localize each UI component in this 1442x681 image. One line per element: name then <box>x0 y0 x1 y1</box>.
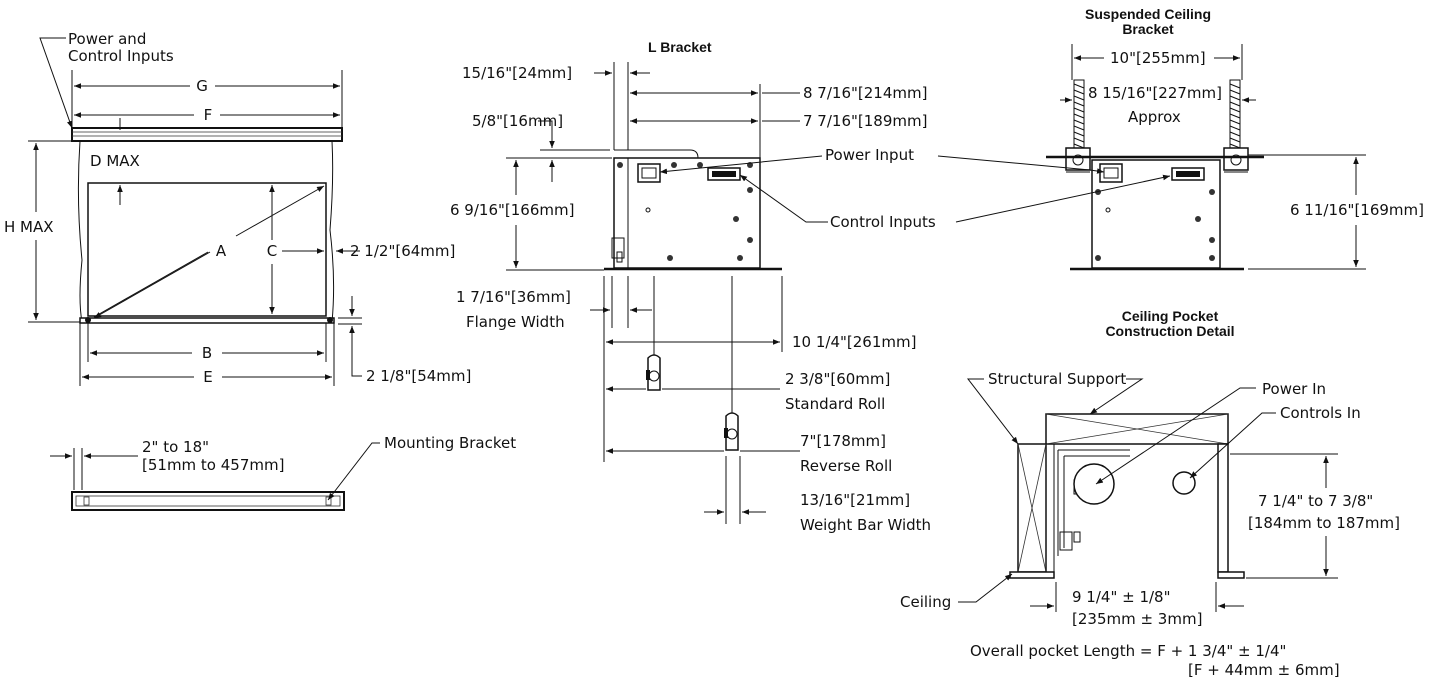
viewing-area <box>87 182 327 317</box>
weight-bar-width-label: Weight Bar Width <box>800 516 931 534</box>
dim-15-16: 15/16"[24mm] <box>462 64 572 82</box>
d-max-label: D MAX <box>90 152 140 170</box>
dim-letter-f: F <box>204 106 213 124</box>
power-input-connector <box>637 163 661 183</box>
screen-casing <box>71 127 343 142</box>
mounting-bracket <box>71 491 345 511</box>
dim-letter-c: C <box>267 242 277 260</box>
dim-10-1-4: 10 1/4"[261mm] <box>792 333 916 351</box>
dim-8-7-16: 8 7/16"[214mm] <box>803 84 927 102</box>
dim-2-3-8: 2 3/8"[60mm] <box>785 370 890 388</box>
ceiling-label: Ceiling <box>900 593 951 611</box>
power-in-label: Power In <box>1262 380 1326 398</box>
controls-in-hole <box>1172 471 1196 495</box>
h-max-label: H MAX <box>4 218 54 236</box>
weight-bar <box>79 317 335 324</box>
power-control-inputs-text-2: Control Inputs <box>68 47 174 65</box>
reverse-roll-label: Reverse Roll <box>800 457 892 475</box>
standard-roll-weight-bar <box>646 354 661 391</box>
dim-letter-a: A <box>216 242 227 260</box>
power-input-label: Power Input <box>825 146 914 164</box>
dim-letter-e: E <box>203 368 212 386</box>
pocket-title-line2: Construction Detail <box>1105 323 1234 339</box>
dim-8-15-16: 8 15/16"[227mm] <box>1088 84 1222 102</box>
suspended-ceiling-view: Suspended Ceiling Bracket 10"[255mm] 8 1… <box>937 6 1424 271</box>
dim-1-7-16: 1 7/16"[36mm] <box>456 288 571 306</box>
l-bracket-title: L Bracket <box>648 39 712 55</box>
dim-5-8: 5/8"[16mm] <box>472 112 563 130</box>
overall-pocket-length-line2: [F + 44mm ± 6mm] <box>1188 661 1340 679</box>
suspended-title-line2: Bracket <box>1122 21 1174 37</box>
dim-2-1-2: 2 1/2"[64mm] <box>350 242 455 260</box>
bracket-top-flange <box>614 149 699 159</box>
dim-7-1-4-line1: 7 1/4" to 7 3/8" <box>1258 492 1373 510</box>
dim-10: 10"[255mm] <box>1110 49 1206 67</box>
suspended-title-line1: Suspended Ceiling <box>1085 6 1211 22</box>
power-in-hole <box>1073 463 1115 505</box>
bracket-spacing-line2: [51mm to 457mm] <box>142 456 284 474</box>
dim-letter-g: G <box>196 77 208 95</box>
structural-support-label: Structural Support <box>988 370 1126 388</box>
dim-6-9-16: 6 9/16"[166mm] <box>450 201 574 219</box>
flange-width-label: Flange Width <box>466 313 565 331</box>
dim-6-11-16: 6 11/16"[169mm] <box>1290 201 1424 219</box>
mounting-bracket-view: 2" to 18" [51mm to 457mm] Mounting Brack… <box>50 434 516 511</box>
bracket-spacing-line1: 2" to 18" <box>142 438 209 456</box>
dim-9-1-4-line1: 9 1/4" ± 1/8" <box>1072 588 1171 606</box>
dim-letter-b: B <box>202 344 212 362</box>
dim-13-16: 13/16"[21mm] <box>800 491 910 509</box>
dim-7-1-4-line2: [184mm to 187mm] <box>1248 514 1400 532</box>
power-control-leader <box>39 37 73 129</box>
approx-label: Approx <box>1128 108 1181 126</box>
dim-9-1-4-line2: [235mm ± 3mm] <box>1072 610 1202 628</box>
threaded-rod-right <box>1229 79 1241 163</box>
pocket-title-line1: Ceiling Pocket <box>1122 308 1219 324</box>
mounting-bracket-label: Mounting Bracket <box>384 434 516 452</box>
dim-7-7-16: 7 7/16"[189mm] <box>803 112 927 130</box>
dim-2-1-8: 2 1/8"[54mm] <box>366 367 471 385</box>
reverse-roll-weight-bar <box>724 412 739 451</box>
dim-7: 7"[178mm] <box>800 432 886 450</box>
power-control-inputs-text-1: Power and <box>68 30 146 48</box>
l-bracket-view: L Bracket 15/16"[24mm] 8 7/16"[214mm] 7 … <box>450 39 936 534</box>
control-inputs-label: Control Inputs <box>830 213 936 231</box>
ceiling-pocket-view: Ceiling Pocket Construction Detail Struc… <box>900 308 1400 679</box>
standard-roll-label: Standard Roll <box>785 395 885 413</box>
screen-front-view: G F D MAX A C 2 1/2"[64mm] H <box>4 37 471 386</box>
controls-in-label: Controls In <box>1280 404 1361 422</box>
overall-pocket-length-line1: Overall pocket Length = F + 1 3/4" ± 1/4… <box>970 642 1286 660</box>
